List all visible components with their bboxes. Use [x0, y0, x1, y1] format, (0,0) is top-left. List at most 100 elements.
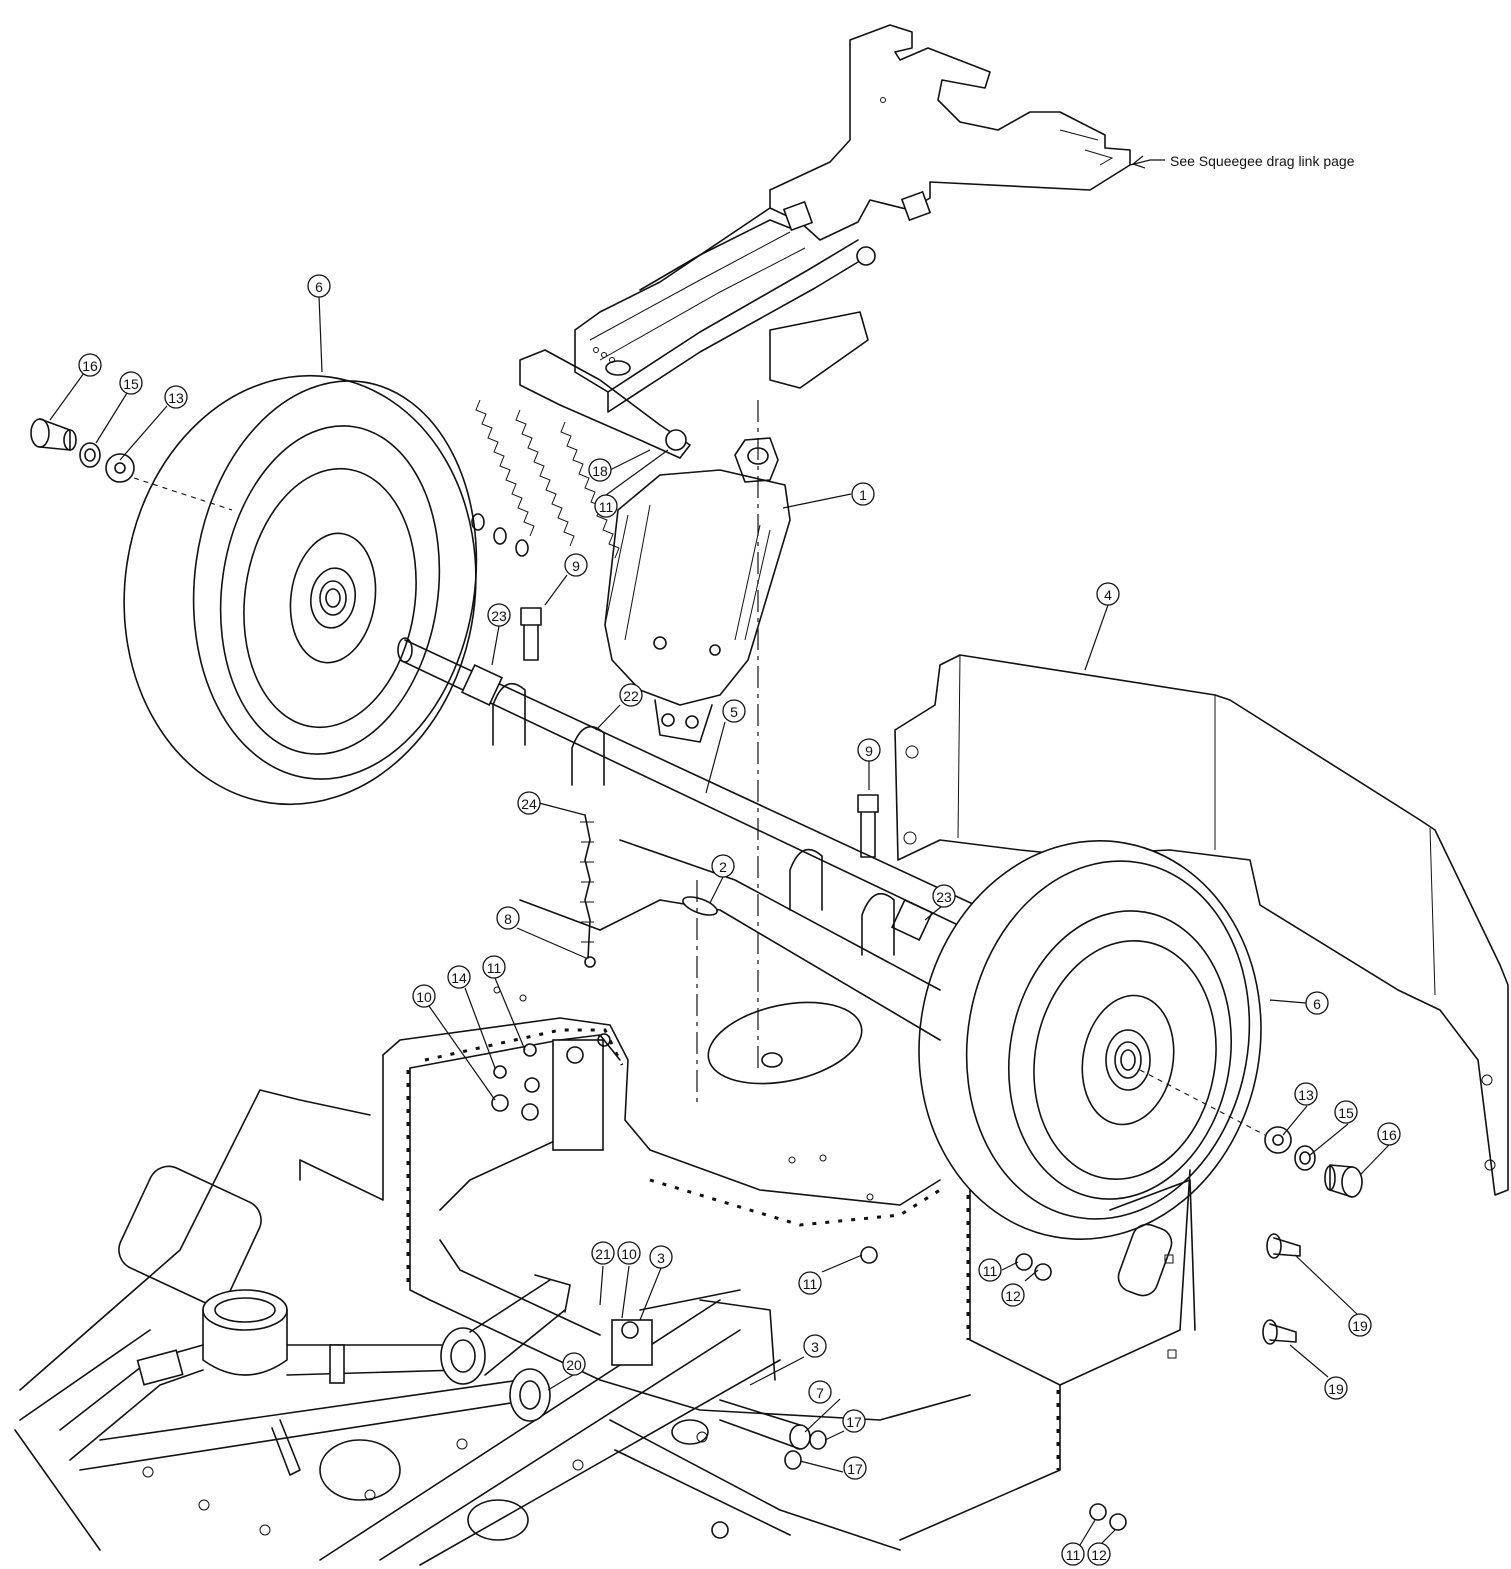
- callout-balloon: [591, 1241, 615, 1265]
- callout-2: 2: [711, 854, 735, 878]
- callout-label: 3: [811, 1339, 819, 1355]
- callout-label: 19: [1328, 1381, 1344, 1397]
- callout-8: 8: [496, 906, 520, 930]
- callout-balloon: [1001, 1283, 1025, 1307]
- callout-balloon: [1324, 1376, 1348, 1400]
- callout-label: 22: [623, 688, 639, 704]
- callout-balloon: [932, 884, 956, 908]
- callout-label: 21: [595, 1246, 611, 1262]
- callout-label: 16: [1381, 1127, 1397, 1143]
- axle: [397, 607, 976, 956]
- callout-label: 4: [1104, 587, 1112, 603]
- callout-label: 5: [730, 704, 738, 720]
- callout-balloon: [487, 603, 511, 627]
- callout-23: 23: [487, 603, 511, 627]
- callout-6: 6: [1305, 991, 1329, 1015]
- callout-4: 4: [1096, 582, 1120, 606]
- callout-balloon: [517, 791, 541, 815]
- callout-label: 10: [416, 989, 432, 1005]
- callout-balloon: [808, 1380, 832, 1404]
- callout-leaders: [49, 295, 1390, 1546]
- callout-balloon: [803, 1334, 827, 1358]
- callout-16: 16: [78, 353, 102, 377]
- callout-6: 6: [307, 274, 331, 298]
- callout-balloon: [842, 1409, 866, 1433]
- shroud-panel: [894, 654, 1509, 1196]
- callout-balloon: [843, 1456, 867, 1480]
- callout-label: 19: [1352, 1318, 1368, 1334]
- callout-19: 19: [1348, 1313, 1372, 1337]
- callout-balloon: [164, 385, 188, 409]
- squeegee-note: See Squeegee drag link page: [1129, 153, 1355, 169]
- callout-balloon: [1377, 1122, 1401, 1146]
- callout-12: 12: [1087, 1542, 1111, 1566]
- center-lines: [696, 400, 759, 1105]
- callout-16: 16: [1377, 1122, 1401, 1146]
- callouts: 1233456678991010111111111112121313141515…: [78, 274, 1401, 1566]
- callout-balloon: [447, 965, 471, 989]
- callout-21: 21: [591, 1241, 615, 1265]
- callout-18: 18: [588, 458, 612, 482]
- callout-17: 17: [842, 1409, 866, 1433]
- callout-label: 2: [719, 859, 727, 875]
- callout-24: 24: [517, 791, 541, 815]
- callout-17: 17: [843, 1456, 867, 1480]
- hardware: [30, 418, 1363, 1539]
- hex-nuts: [491, 956, 1127, 1539]
- callout-balloon: [1334, 1100, 1358, 1124]
- callout-balloon: [588, 458, 612, 482]
- callout-balloon: [307, 274, 331, 298]
- callout-balloon: [722, 699, 746, 723]
- callout-label: 11: [487, 960, 502, 976]
- callout-balloon: [412, 984, 436, 1008]
- callout-label: 13: [1298, 1087, 1314, 1103]
- callout-balloon: [978, 1258, 1002, 1282]
- callout-balloon: [1087, 1542, 1111, 1566]
- callout-label: 15: [123, 376, 139, 392]
- right-wheel: [918, 840, 1262, 1240]
- chassis: [14, 839, 1196, 1566]
- callout-label: 3: [657, 1250, 665, 1266]
- callout-label: 17: [847, 1461, 863, 1477]
- callout-9: 9: [564, 553, 588, 577]
- callout-label: 14: [451, 970, 467, 986]
- callout-label: 10: [621, 1246, 637, 1262]
- callout-11: 11: [798, 1271, 822, 1295]
- callout-label: 9: [572, 558, 580, 574]
- callout-balloon: [1096, 582, 1120, 606]
- hose-assembly: [59, 1274, 571, 1476]
- callout-12: 12: [1001, 1283, 1025, 1307]
- callout-label: 13: [168, 390, 184, 406]
- callout-3: 3: [803, 1334, 827, 1358]
- callout-23: 23: [932, 884, 956, 908]
- actuator: [604, 437, 791, 743]
- callout-balloon: [851, 482, 875, 506]
- callout-balloon: [649, 1245, 673, 1269]
- callout-11: 11: [1061, 1542, 1085, 1566]
- drag-link-bracket: [519, 24, 1131, 459]
- callout-label: 12: [1091, 1547, 1107, 1563]
- callout-15: 15: [1334, 1100, 1358, 1124]
- callout-balloon: [619, 683, 643, 707]
- callout-balloon: [1305, 991, 1329, 1015]
- callout-label: 1: [859, 487, 867, 503]
- callout-label: 20: [566, 1357, 582, 1373]
- callout-1: 1: [851, 482, 875, 506]
- callout-balloon: [1061, 1542, 1085, 1566]
- callout-balloon: [798, 1271, 822, 1295]
- callout-11: 11: [594, 494, 618, 518]
- extension-springs: [471, 399, 620, 559]
- callout-5: 5: [722, 699, 746, 723]
- callout-balloon: [594, 494, 618, 518]
- callout-9: 9: [857, 738, 881, 762]
- callout-label: 24: [521, 796, 537, 812]
- callout-label: 9: [865, 743, 873, 759]
- callout-13: 13: [164, 385, 188, 409]
- callout-label: 12: [1005, 1288, 1021, 1304]
- callout-label: 16: [82, 358, 98, 374]
- callout-13: 13: [1294, 1082, 1318, 1106]
- callout-balloon: [78, 353, 102, 377]
- callout-20: 20: [562, 1352, 586, 1376]
- callout-label: 17: [846, 1414, 862, 1430]
- callout-balloon: [564, 553, 588, 577]
